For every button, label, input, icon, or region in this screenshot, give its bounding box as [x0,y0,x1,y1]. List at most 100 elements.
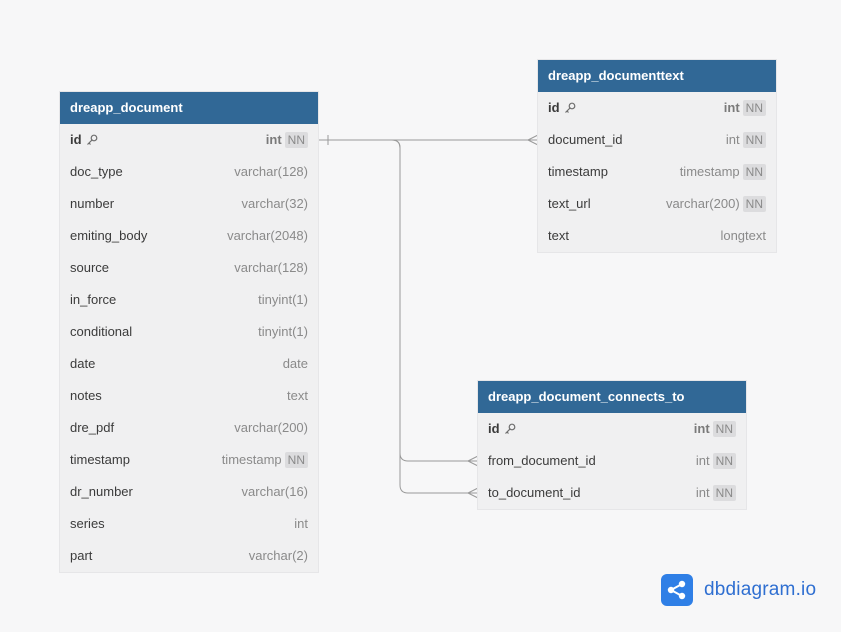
column-name-text: id [70,132,82,147]
column-type: varchar(16) [241,484,308,499]
column-type: tinyint(1) [258,324,308,339]
column-name: document_id [548,124,622,156]
column-type: varchar(32) [241,196,308,211]
column-name-text: text [548,228,569,243]
column-name-text: to_document_id [488,485,581,500]
column-name: conditional [70,316,132,348]
column-row-emiting-body[interactable]: emiting_body varchar(2048) [60,220,318,252]
cardinality-many-marker [527,134,539,146]
column-type: timestamp [679,164,740,179]
column-name-text: id [488,421,500,436]
column-type: int [723,100,740,115]
key-icon [564,102,576,114]
column-meta: varchar(2048) [227,220,308,252]
column-row-number[interactable]: number varchar(32) [60,188,318,220]
column-name-text: timestamp [70,452,130,467]
table-header[interactable]: dreapp_documenttext [538,60,776,92]
key-icon [86,134,98,146]
column-name: dr_number [70,476,133,508]
cardinality-many-marker [467,455,479,467]
column-name: doc_type [70,156,123,188]
column-name-text: id [548,100,560,115]
column-row-conditional[interactable]: conditional tinyint(1) [60,316,318,348]
dbdiagram-logo[interactable]: dbdiagram.io [661,574,816,606]
column-name: id [488,413,516,445]
column-name: from_document_id [488,445,596,477]
column-row-text-url[interactable]: text_url varchar(200)NN [538,188,776,220]
table-header[interactable]: dreapp_document_connects_to [478,381,746,413]
column-name-text: part [70,548,93,563]
not-null-badge: NN [712,421,736,437]
column-name: part [70,540,92,572]
column-meta: varchar(32) [242,188,308,220]
column-meta: varchar(200)NN [666,188,766,220]
column-name-text: from_document_id [488,453,596,468]
column-name: dre_pdf [70,412,114,444]
column-meta: tinyint(1) [258,316,308,348]
column-row-doc-type[interactable]: doc_type varchar(128) [60,156,318,188]
column-name: in_force [70,284,116,316]
column-name-text: document_id [548,132,623,147]
column-name-text: doc_type [70,164,123,179]
share-nodes-icon [661,574,693,606]
column-name: number [70,188,114,220]
column-name-text: conditional [70,324,133,339]
not-null-badge: NN [742,132,766,148]
logo-text: dbdiagram.io [704,579,817,600]
column-type: int [695,453,710,468]
column-row-notes[interactable]: notes text [60,380,318,412]
column-meta: text [287,380,308,412]
column-type: int [695,485,710,500]
not-null-badge: NN [284,452,308,468]
column-name-text: number [70,196,115,211]
column-meta: varchar(2) [249,540,308,572]
column-meta: tinyint(1) [258,284,308,316]
column-row-dr-number[interactable]: dr_number varchar(16) [60,476,318,508]
column-name-text: source [70,260,110,275]
column-type: int [693,421,710,436]
column-row-part[interactable]: part varchar(2) [60,540,318,572]
column-name-text: text_url [548,196,591,211]
column-row-in-force[interactable]: in_force tinyint(1) [60,284,318,316]
column-type: varchar(128) [234,164,308,179]
column-row-source[interactable]: source varchar(128) [60,252,318,284]
column-name: id [548,92,576,124]
column-name: source [70,252,109,284]
not-null-badge: NN [284,132,308,148]
table-header[interactable]: dreapp_document [60,92,318,124]
column-name-text: series [70,516,105,531]
column-meta: varchar(16) [242,476,308,508]
relation-line[interactable] [318,139,478,494]
column-name: notes [70,380,102,412]
key-icon [504,423,516,435]
column-name-text: emiting_body [70,228,148,243]
relation-line[interactable] [318,139,478,462]
column-type: timestamp [221,452,282,467]
column-name-text: date [70,356,96,371]
not-null-badge: NN [742,164,766,180]
column-meta: varchar(128) [234,252,308,284]
column-name: timestamp [548,156,608,188]
column-name-text: dre_pdf [70,420,115,435]
cardinality-many-marker [467,487,479,499]
